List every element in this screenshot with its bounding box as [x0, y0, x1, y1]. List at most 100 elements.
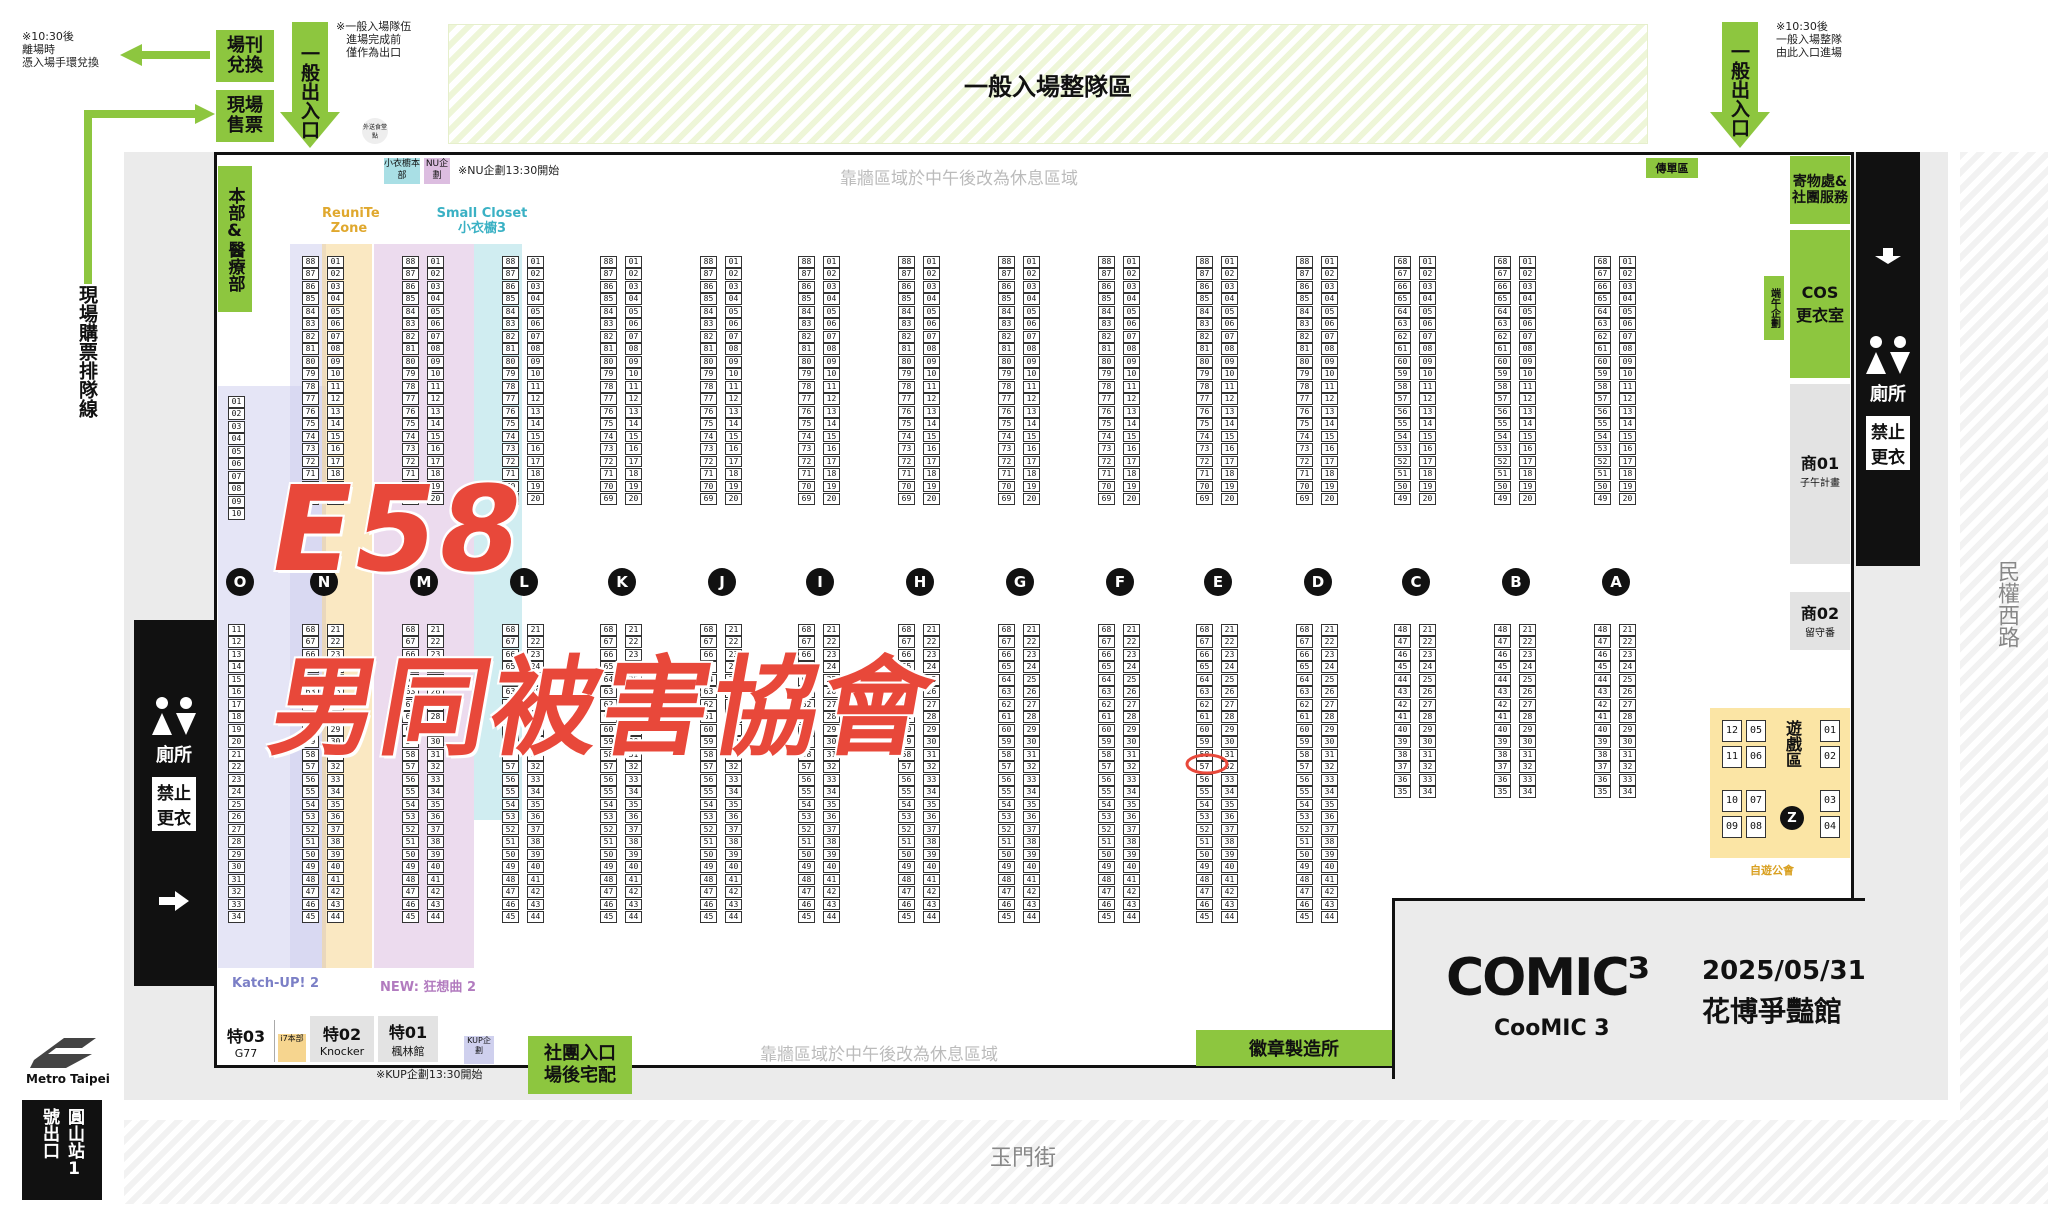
booth-cell[interactable]: 82	[1296, 330, 1313, 343]
booth-cell[interactable]: 39	[1394, 736, 1411, 749]
booth-cell[interactable]: 11	[1221, 380, 1238, 393]
booth-cell[interactable]: 64	[700, 673, 717, 686]
booth-cell[interactable]: 65	[1594, 293, 1611, 306]
booth-cell[interactable]: 83	[898, 318, 915, 331]
booth-cell[interactable]: 20	[1321, 493, 1338, 505]
booth-cell[interactable]: 56	[998, 773, 1015, 786]
booth-cell[interactable]: 31	[725, 748, 742, 761]
booth-cell[interactable]: 13	[625, 405, 642, 418]
booth-cell[interactable]: 67	[998, 636, 1015, 649]
booth-cell[interactable]: 27	[725, 698, 742, 711]
booth-cell[interactable]: 23	[527, 648, 544, 661]
booth-cell[interactable]: 61	[1098, 711, 1115, 724]
booth-cell[interactable]: 77	[402, 393, 419, 406]
booth-cell[interactable]: 83	[502, 318, 519, 331]
booth-cell[interactable]: 59	[1196, 736, 1213, 749]
booth-cell[interactable]: 22	[923, 636, 940, 649]
booth-cell[interactable]: 14	[1123, 418, 1140, 430]
booth-cell[interactable]: 52	[1394, 455, 1411, 468]
booth-cell[interactable]: 38	[923, 836, 940, 848]
booth-cell[interactable]: 28	[823, 711, 840, 724]
booth-cell[interactable]: 47	[502, 886, 519, 898]
booth-cell[interactable]: 80	[998, 355, 1015, 368]
booth-cell[interactable]: 02	[527, 268, 544, 281]
booth-cell[interactable]: 36	[923, 811, 940, 823]
booth-cell[interactable]: 21	[625, 624, 642, 636]
booth-cell[interactable]: 34	[1123, 786, 1140, 798]
booth-cell[interactable]: 35	[625, 798, 642, 811]
booth-cell[interactable]: 63	[998, 686, 1015, 699]
booth-cell[interactable]: 27	[1519, 698, 1536, 711]
booth-cell[interactable]: 72	[502, 455, 519, 468]
booth-cell[interactable]: 02	[1221, 268, 1238, 281]
booth-cell[interactable]: 79	[998, 368, 1015, 381]
booth-cell[interactable]: 53	[700, 811, 717, 823]
booth-cell[interactable]: 27	[823, 698, 840, 711]
booth-cell[interactable]: 41	[327, 873, 344, 886]
booth-cell[interactable]: 33	[1321, 773, 1338, 786]
booth-cell[interactable]: 55	[1098, 786, 1115, 798]
booth-cell[interactable]: 46	[1098, 898, 1115, 911]
booth-cell[interactable]: 66	[600, 648, 617, 661]
booth-cell[interactable]: 33	[923, 773, 940, 786]
booth-cell[interactable]: 39	[1594, 736, 1611, 749]
booth-cell[interactable]: 78	[998, 380, 1015, 393]
booth-cell[interactable]: 24	[1519, 661, 1536, 674]
booth-cell[interactable]: 52	[1296, 823, 1313, 836]
booth-cell[interactable]: 29	[1123, 723, 1140, 736]
booth-cell[interactable]: 01	[1123, 256, 1140, 268]
booth-cell[interactable]: 62	[798, 698, 815, 711]
booth-cell[interactable]: 13	[1619, 405, 1636, 418]
booth-cell[interactable]: 15	[823, 430, 840, 443]
booth-cell[interactable]: 01	[1221, 256, 1238, 268]
booth-cell[interactable]: 36	[427, 811, 444, 823]
booth-cell[interactable]: 23	[625, 648, 642, 661]
booth-cell[interactable]: 05	[725, 305, 742, 318]
booth-cell[interactable]: 54	[600, 798, 617, 811]
booth-cell[interactable]: 80	[798, 355, 815, 368]
booth-cell[interactable]: 49	[1494, 493, 1511, 505]
booth-cell[interactable]: 56	[1594, 405, 1611, 418]
booth-cell[interactable]: 38	[823, 836, 840, 848]
booth-cell[interactable]: 05	[1619, 305, 1636, 318]
booth-cell[interactable]: 07	[1419, 330, 1436, 343]
booth-cell[interactable]: 62	[502, 698, 519, 711]
booth-cell[interactable]: 83	[1098, 318, 1115, 331]
booth-cell[interactable]: 76	[898, 405, 915, 418]
booth-cell[interactable]: 17	[923, 455, 940, 468]
booth-cell[interactable]: 66	[1296, 648, 1313, 661]
booth-cell[interactable]: 28	[725, 711, 742, 724]
booth-cell[interactable]: 31	[527, 748, 544, 761]
booth-cell[interactable]: 68	[700, 624, 717, 636]
booth-cell[interactable]: 60	[1394, 355, 1411, 368]
booth-cell[interactable]: 62	[1594, 330, 1611, 343]
booth-cell[interactable]: 06	[923, 318, 940, 331]
booth-cell[interactable]: 75	[998, 418, 1015, 430]
booth-cell[interactable]: 86	[898, 280, 915, 293]
booth-cell[interactable]: 10	[725, 368, 742, 381]
booth-cell[interactable]: 33	[1619, 773, 1636, 786]
booth-cell[interactable]: 45	[1098, 911, 1115, 923]
booth-cell[interactable]: 40	[1321, 861, 1338, 873]
booth-cell[interactable]: 78	[700, 380, 717, 393]
booth-cell[interactable]: 40	[527, 861, 544, 873]
booth-cell[interactable]: 75	[798, 418, 815, 430]
booth-cell[interactable]: 34	[427, 786, 444, 798]
booth-cell[interactable]: 37	[327, 823, 344, 836]
booth-cell[interactable]: 61	[1594, 343, 1611, 356]
booth-cell[interactable]: 10	[327, 368, 344, 381]
booth-cell[interactable]: 22	[823, 636, 840, 649]
booth-cell[interactable]: 52	[402, 823, 419, 836]
booth-cell[interactable]: 82	[402, 330, 419, 343]
booth-cell[interactable]: 18	[1123, 468, 1140, 480]
booth-cell[interactable]: 53	[998, 811, 1015, 823]
booth-cell[interactable]: 64	[402, 673, 419, 686]
booth-cell[interactable]: 49	[502, 861, 519, 873]
booth-cell[interactable]: 73	[1296, 443, 1313, 455]
booth-cell[interactable]: 09	[1023, 355, 1040, 368]
booth-cell[interactable]: 35	[1123, 798, 1140, 811]
booth-cell[interactable]: 34	[923, 786, 940, 798]
booth-cell[interactable]: 62	[1394, 330, 1411, 343]
booth-cell[interactable]: 78	[600, 380, 617, 393]
booth-cell[interactable]: 65	[798, 661, 815, 674]
